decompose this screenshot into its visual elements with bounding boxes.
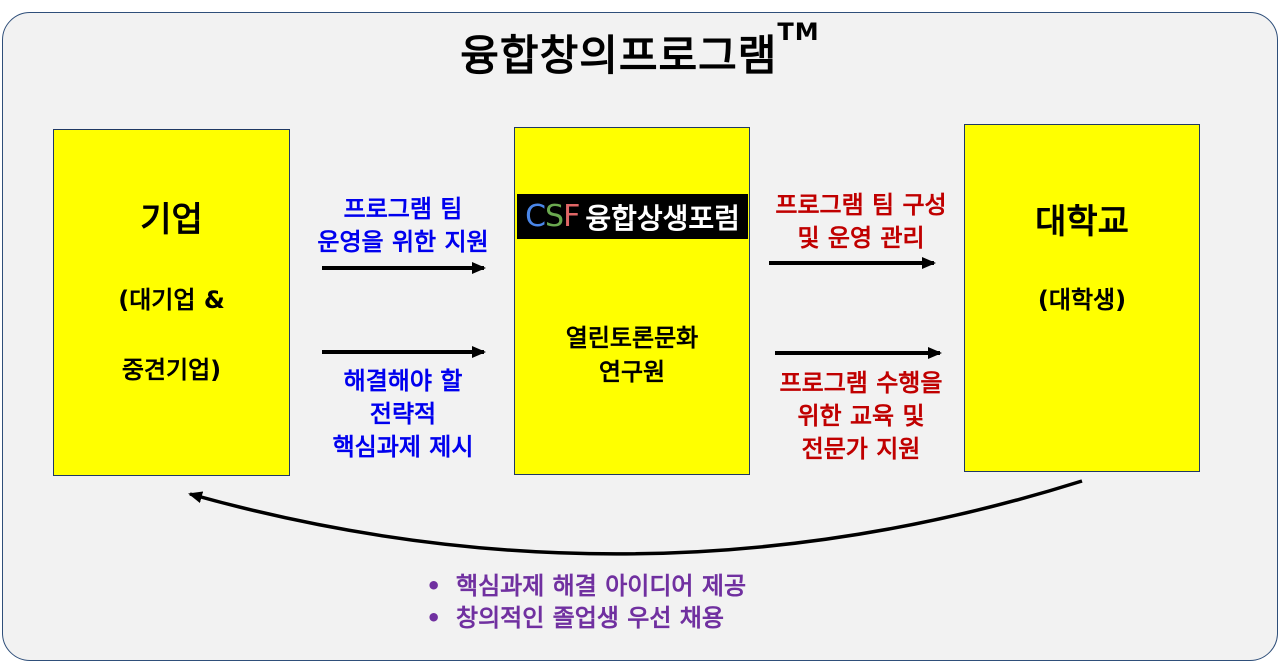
edge-label-company-center-bottom: 해결해야 할 전략적 핵심과제 제시 <box>298 365 508 464</box>
university-name: 대학교 <box>1035 202 1129 242</box>
center-name-line2: 연구원 <box>598 358 666 386</box>
edge-label-line: 프로그램 팀 <box>343 195 463 223</box>
list-item: 핵심과제 해결 아이디어 제공 <box>426 570 746 602</box>
edge-label-line: 전문가 지원 <box>801 435 921 463</box>
company-name: 기업 <box>140 200 203 240</box>
trademark-mark: TM <box>777 18 820 46</box>
company-box <box>53 129 290 476</box>
edge-label-line: 전략적 <box>369 400 437 428</box>
university-box <box>964 124 1200 472</box>
edge-label-company-center-top: 프로그램 팀 운영을 위한 지원 <box>298 193 508 259</box>
edge-label-center-univ-bottom: 프로그램 수행을 위한 교육 및 전문가 지원 <box>752 367 970 466</box>
csf-logo-banner: CSF 융합상생포럼 <box>517 194 748 239</box>
feedback-list: 핵심과제 해결 아이디어 제공 창의적인 졸업생 우선 채용 <box>426 570 746 634</box>
center-name-line1: 열린토론문화 <box>565 324 699 352</box>
edge-label-line: 위한 교육 및 <box>797 402 925 430</box>
list-item: 창의적인 졸업생 우선 채용 <box>426 602 746 634</box>
csf-logo-name: 융합상생포럼 <box>585 201 740 235</box>
edge-label-line: 프로그램 수행을 <box>779 369 943 397</box>
edge-label-line: 및 운영 관리 <box>797 224 925 252</box>
edge-label-center-univ-top: 프로그램 팀 구성 및 운영 관리 <box>752 189 970 255</box>
csf-logo: CSF <box>525 199 580 234</box>
edge-label-line: 프로그램 팀 구성 <box>775 191 947 219</box>
edge-label-line: 운영을 위한 지원 <box>317 228 489 256</box>
company-sub-line1: (대기업 & <box>118 286 225 314</box>
diagram-title: 융합창의프로그램TM <box>0 18 1280 83</box>
center-box <box>514 127 750 475</box>
edge-label-line: 해결해야 할 <box>343 367 463 395</box>
arrow-univ-to-company-curve <box>188 479 1083 556</box>
edge-label-line: 핵심과제 제시 <box>332 433 474 461</box>
university-sub: (대학생) <box>1037 286 1127 314</box>
company-sub-line2: 중견기업) <box>121 356 222 384</box>
title-text: 융합창의프로그램 <box>460 31 778 80</box>
